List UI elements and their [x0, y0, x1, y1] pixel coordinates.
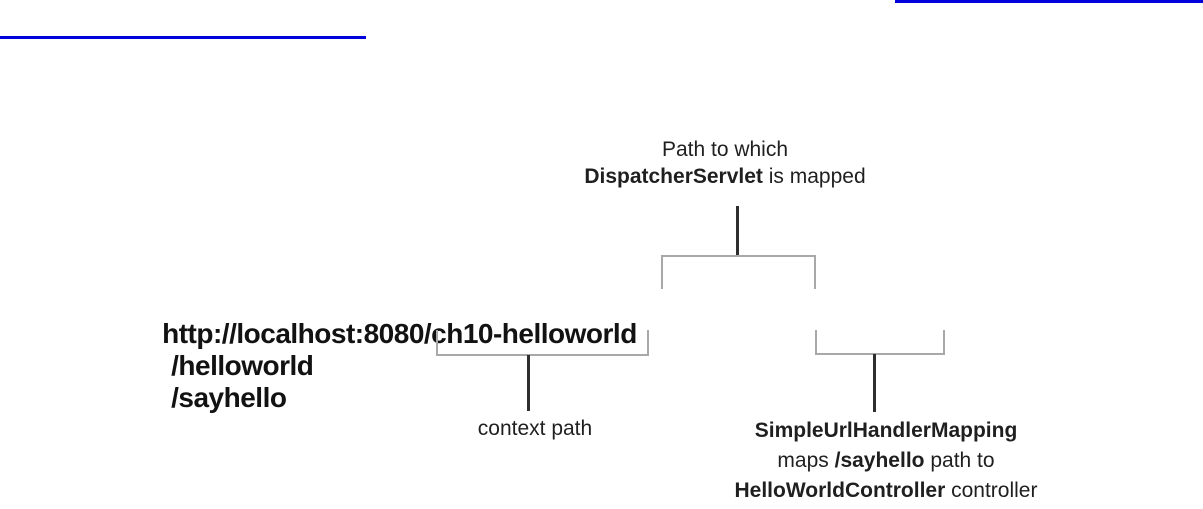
annotation-line: maps /sayhello path to — [686, 446, 1086, 476]
annotation-line: HelloWorldController controller — [686, 476, 1086, 506]
annotation-line: Path to which — [520, 136, 930, 163]
context-path-label: context path — [477, 417, 593, 440]
hyperlink-underline-top-left[interactable] — [0, 36, 366, 39]
annotation-text-bold: HelloWorldController — [734, 479, 946, 502]
url-base-segment: http://localhost:8080/ch10-helloworld — [162, 318, 637, 349]
handler-mapping-bracket — [815, 330, 945, 355]
url-text: http://localhost:8080/ch10-helloworld /h… — [133, 286, 637, 446]
url-servlet-path-segment: /helloworld — [171, 350, 314, 381]
handler-mapping-annotation: SimpleUrlHandlerMapping maps /sayhello p… — [686, 416, 1086, 506]
annotation-text-bold: /sayhello — [834, 449, 925, 472]
annotation-text: Path to which — [661, 138, 789, 161]
url-handler-path-segment: /sayhello — [171, 382, 287, 413]
annotation-text-bold: DispatcherServlet — [584, 165, 763, 188]
servlet-path-bracket — [661, 255, 816, 289]
annotation-text: is mapped — [762, 165, 866, 188]
annotation-text-bold: SimpleUrlHandlerMapping — [754, 419, 1018, 442]
annotation-line: SimpleUrlHandlerMapping — [686, 416, 1086, 446]
annotation-text: controller — [945, 479, 1038, 502]
annotation-text: maps — [777, 449, 835, 472]
hyperlink-underline-top-right[interactable] — [895, 0, 1203, 3]
context-path-connector-line — [527, 355, 530, 411]
handler-mapping-connector-line — [873, 354, 876, 412]
dispatcher-servlet-annotation: Path to which DispatcherServlet is mappe… — [520, 136, 930, 190]
annotation-line: DispatcherServlet is mapped — [520, 163, 930, 190]
top-connector-line — [736, 206, 739, 256]
context-path-bracket — [436, 330, 649, 356]
annotation-text: path to — [924, 449, 995, 472]
